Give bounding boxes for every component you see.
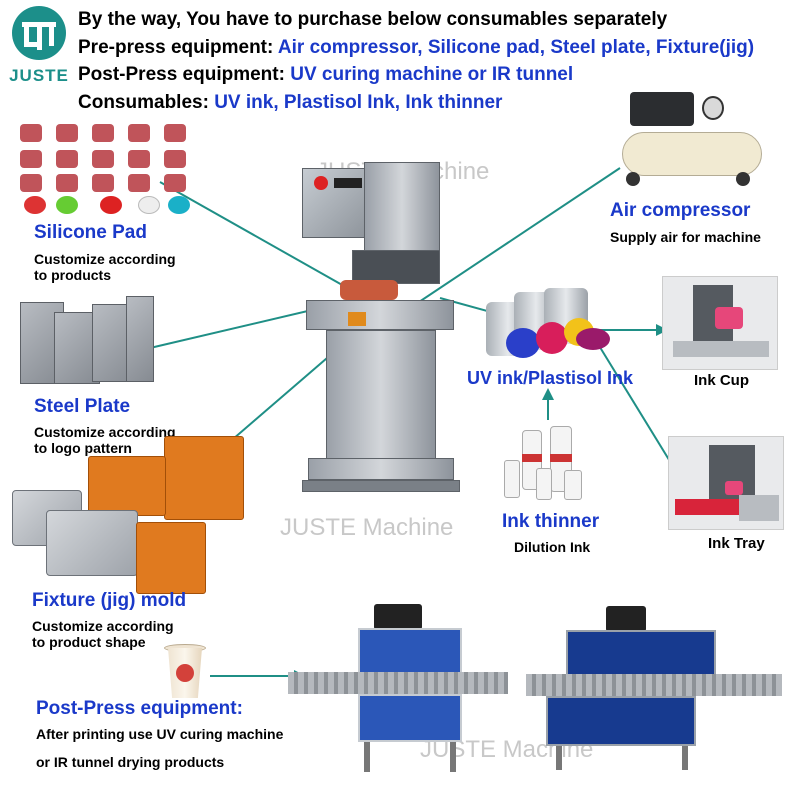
ink-tray-title: Ink Tray bbox=[708, 535, 765, 552]
uv-ink-title: UV ink/Plastisol Ink bbox=[467, 368, 634, 388]
silicone-pad-title: Silicone Pad bbox=[34, 222, 147, 243]
uv-ink-cans-image bbox=[484, 288, 614, 362]
header-consumables-label: Consumables: bbox=[78, 92, 215, 113]
fixture-title: Fixture (jig) mold bbox=[32, 590, 187, 611]
watermark: JUSTE Machine bbox=[280, 514, 454, 541]
fixture-desc-2: to product shape bbox=[32, 634, 146, 650]
emergency-stop-icon bbox=[314, 176, 328, 190]
steel-plate-desc-2: to logo pattern bbox=[34, 440, 132, 456]
header-consumables-value: UV ink, Plastisol Ink, Ink thinner bbox=[214, 92, 503, 113]
silicone-pad-desc-1: Customize according bbox=[34, 251, 176, 267]
ink-cup-image bbox=[662, 276, 778, 370]
ink-thinner-title: Ink thinner bbox=[502, 511, 600, 532]
header-line-2: Pre-press equipment: Air compressor, Sil… bbox=[78, 37, 754, 59]
pad-printing-machine-image bbox=[296, 162, 468, 508]
header-prepress-value: Air compressor, Silicone pad, Steel plat… bbox=[277, 37, 755, 58]
printed-cup-image bbox=[162, 644, 208, 700]
ink-cup-title: Ink Cup bbox=[694, 372, 749, 389]
air-compressor-title: Air compressor bbox=[610, 200, 751, 221]
ink-thinner-desc: Dilution Ink bbox=[514, 539, 591, 555]
uv-curing-machine-image bbox=[288, 602, 508, 774]
steel-plate-title: Steel Plate bbox=[34, 396, 131, 417]
steel-plate-desc-1: Customize according bbox=[34, 424, 176, 440]
ink-tray-image bbox=[668, 436, 784, 530]
header-prepress-label: Pre-press equipment: bbox=[78, 37, 278, 58]
fixture-mold-image bbox=[8, 430, 248, 596]
silicone-pad-image bbox=[16, 122, 192, 218]
post-press-desc-1: After printing use UV curing machine bbox=[36, 726, 284, 742]
air-compressor-image bbox=[618, 88, 768, 196]
header-postpress-value: UV curing machine or IR tunnel bbox=[290, 64, 574, 85]
arrowhead-ink-thinner bbox=[542, 388, 554, 400]
logo-text: JUSTE bbox=[9, 66, 69, 85]
fixture-desc-1: Customize according bbox=[32, 618, 174, 634]
header-line-1: By the way, You have to purchase below c… bbox=[78, 9, 668, 30]
air-compressor-desc: Supply air for machine bbox=[610, 229, 761, 245]
ink-thinner-bottles-image bbox=[500, 424, 596, 504]
ir-tunnel-machine-image bbox=[526, 602, 786, 772]
post-press-desc-2: or IR tunnel drying products bbox=[36, 754, 225, 770]
header-line-3: Post-Press equipment: UV curing machine … bbox=[78, 64, 573, 86]
juste-logo-mark bbox=[12, 6, 66, 60]
juste-logo: JUSTE bbox=[6, 6, 72, 92]
header-postpress-label: Post-Press equipment: bbox=[78, 64, 291, 85]
steel-plate-image bbox=[18, 294, 158, 388]
silicone-pad-desc-2: to products bbox=[34, 267, 111, 283]
header-line-4: Consumables: UV ink, Plastisol Ink, Ink … bbox=[78, 92, 502, 114]
post-press-title: Post-Press equipment: bbox=[36, 698, 243, 719]
